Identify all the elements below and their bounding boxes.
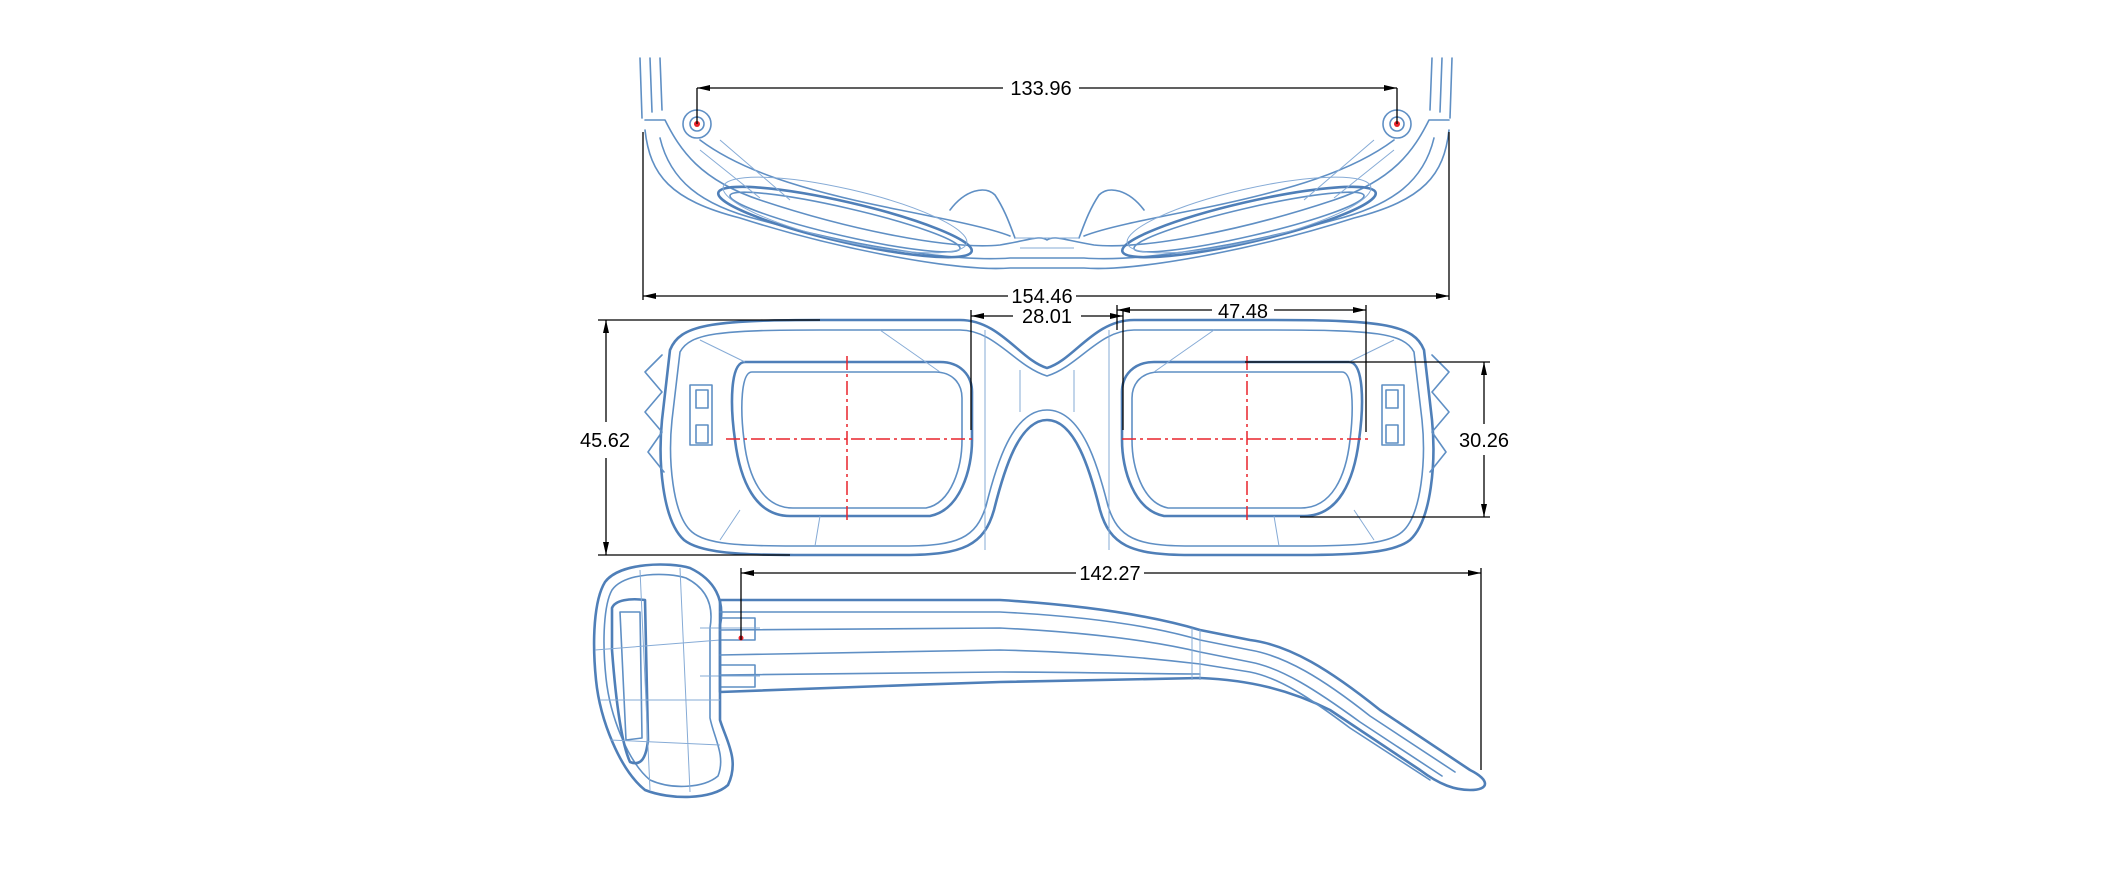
top-view-front xyxy=(644,119,1450,270)
dim-lens-width-label: 47.48 xyxy=(1218,301,1268,323)
front-view: 28.01 47.48 45.62 xyxy=(580,301,1509,557)
dim-bridge-width-label: 28.01 xyxy=(1022,306,1072,328)
dim-hinge-span: 133.96 xyxy=(696,78,1398,124)
dim-overall-width: 154.46 xyxy=(642,132,1450,308)
dim-overall-width-label: 154.46 xyxy=(1011,286,1072,308)
dim-frame-height-label: 45.62 xyxy=(580,430,630,452)
top-view-hinges xyxy=(682,109,1412,139)
dim-bridge-width: 28.01 xyxy=(970,306,1124,430)
dim-lens-width: 47.48 xyxy=(1116,301,1367,432)
dim-lens-height: 30.26 xyxy=(1245,361,1509,518)
front-frame-outline xyxy=(659,318,1435,557)
dim-lens-height-label: 30.26 xyxy=(1459,430,1509,452)
dim-frame-height: 45.62 xyxy=(580,319,820,556)
side-view: 142.27 xyxy=(592,563,1487,799)
front-view-centerlines xyxy=(726,356,1368,520)
side-lens-edge xyxy=(610,597,650,765)
right-temple-serration xyxy=(1429,354,1450,473)
side-front-block xyxy=(592,563,734,799)
top-view: 133.96 154.46 xyxy=(639,57,1453,308)
dim-hinge-span-label: 133.96 xyxy=(1010,78,1071,100)
top-view-temples xyxy=(639,57,1453,119)
dim-temple-length-label: 142.27 xyxy=(1079,563,1140,585)
left-temple-serration xyxy=(644,354,665,473)
dim-temple-length: 142.27 xyxy=(740,563,1482,770)
temple-arm xyxy=(718,598,1487,792)
